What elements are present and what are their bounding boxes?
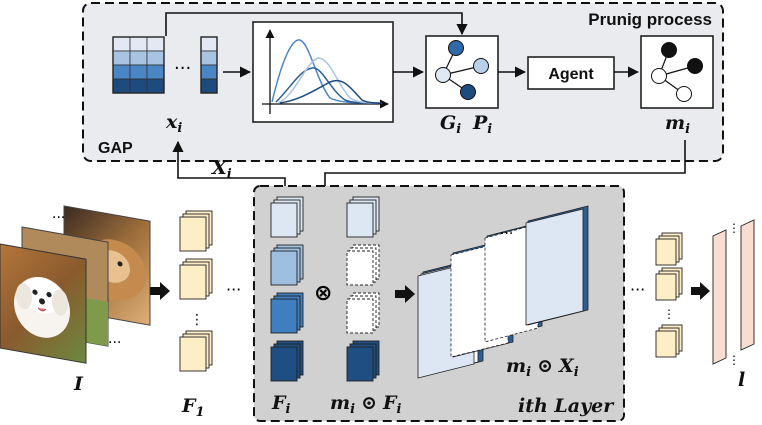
agent-box [527, 56, 615, 90]
svg-text:⋮: ⋮ [728, 353, 740, 367]
fi-feature-stack [270, 196, 304, 382]
graph-mi [640, 35, 714, 109]
pi-label: Pi [472, 112, 492, 137]
mXi-label: mi⊙Xi [506, 355, 579, 380]
svg-text:···: ··· [500, 226, 513, 242]
gi-label: Gi [440, 112, 461, 137]
input-I-label: I [73, 373, 84, 395]
gap-label: GAP [98, 140, 133, 157]
svg-text:⋮: ⋮ [663, 307, 675, 321]
images-dots-top: ··· [52, 210, 65, 226]
agent-label: Agent [548, 66, 594, 83]
dots-after-layer: ··· [630, 280, 645, 299]
mi-label: mi [665, 112, 690, 137]
ith-layer-output-maps: ··· [417, 205, 589, 379]
Xi-label: Xi [211, 157, 232, 182]
l-label: l [738, 369, 745, 391]
svg-text:⋮: ⋮ [728, 221, 740, 235]
input-images: ··· ··· [0, 205, 151, 364]
fc-layers: ⋮ ⋮ [712, 219, 755, 367]
images-dots-bottom: ··· [108, 335, 121, 351]
ith-layer-panel: Fi ⊗ mi⊙Fi [253, 185, 625, 422]
output-feature-stack: ⋮ [655, 232, 683, 358]
F1-label: F1 [181, 395, 205, 420]
Fi-label: Fi [271, 392, 291, 417]
arrow-to-f1 [150, 282, 170, 300]
mFi-label: mi⊙Fi [330, 392, 401, 417]
ith-layer-label: ith Layer [518, 395, 615, 417]
masked-fi-stack [346, 196, 380, 382]
otimes-symbol: ⊗ [314, 281, 332, 306]
gap-feature-grid [112, 36, 165, 94]
dots-after-f1: ··· [226, 280, 241, 299]
graph-gi [425, 35, 499, 109]
xi-vector [200, 36, 218, 94]
f1-feature-stack: ⋮ [179, 210, 213, 372]
arrow-to-fc [691, 282, 710, 300]
svg-text:⋮: ⋮ [190, 312, 204, 328]
pruning-process-title: Prunig process [588, 10, 712, 29]
dog-image [0, 243, 87, 364]
distribution-plot [252, 21, 394, 123]
pruning-process-panel: Prunig process GAP ··· xi [82, 2, 724, 162]
xi-label: xi [165, 111, 182, 136]
gap-dots: ··· [174, 58, 191, 79]
